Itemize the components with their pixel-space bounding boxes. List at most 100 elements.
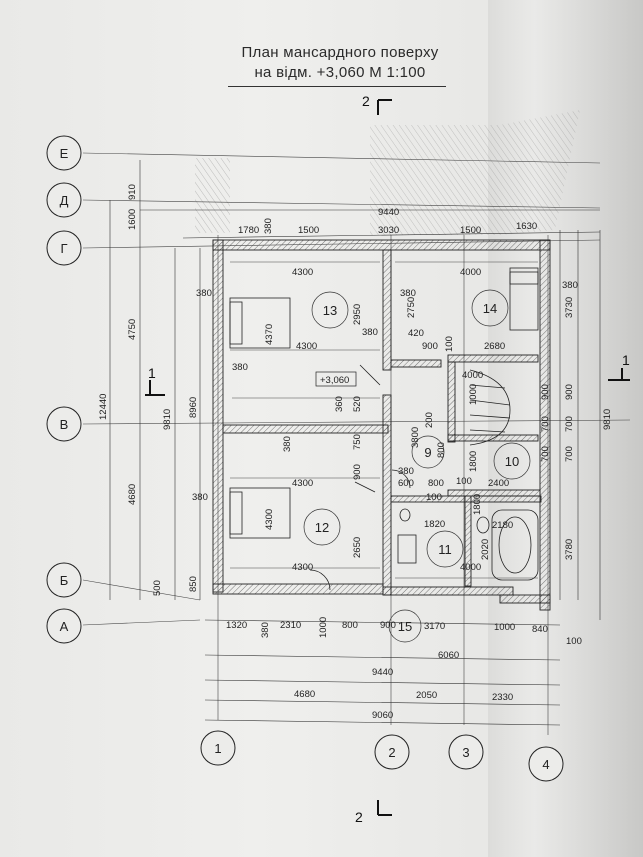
dimension-lines (109, 160, 601, 726)
room-10: 10 (505, 454, 519, 469)
axis-row-e: Е (60, 146, 69, 161)
dim-800: 800 (436, 442, 447, 458)
dim-bot-6060: 6060 (438, 650, 459, 661)
dim-380-c: 380 (362, 327, 378, 338)
dim-top-1780: 1780 (238, 225, 259, 236)
dim-bot-380: 380 (260, 622, 271, 638)
elevation-mark: +3,060 (320, 375, 349, 386)
dim-top-380: 380 (263, 218, 274, 234)
plan-title: План мансардного поверху (241, 44, 439, 61)
interior-lines (230, 261, 538, 579)
dim-right-700b: 700 (564, 446, 575, 462)
dim-bot-1320: 1320 (226, 620, 247, 631)
dim-600: 600 (398, 478, 414, 489)
room-14: 14 (483, 301, 497, 316)
dim-h2750: 2750 (406, 297, 417, 318)
dim-bot-4680: 4680 (294, 689, 315, 700)
dim-bot-840: 840 (532, 624, 548, 635)
room-11: 11 (438, 542, 452, 557)
dim-bot-800: 800 (342, 620, 358, 631)
dim-left-1600: 1600 (127, 209, 138, 230)
dim-1800: 1800 (468, 451, 479, 472)
dim-4000s: 4000 (462, 370, 483, 381)
dim-bot-900: 900 (380, 620, 396, 631)
dim-right-700d: 700 (540, 446, 551, 462)
elevation-box (315, 371, 357, 387)
dim-900b: 900 (352, 464, 363, 480)
room-9: 9 (424, 445, 431, 460)
dim-bot-100: 100 (566, 636, 582, 647)
axis-labels: Е Д Г В Б А 1 2 3 4 (60, 146, 550, 772)
dim-r13-w2: 4300 (296, 341, 317, 352)
dim-380-f: 380 (282, 436, 293, 452)
dim-r12-w2: 4300 (292, 562, 313, 573)
dim-100c: 100 (456, 476, 472, 487)
dim-h4370: 4370 (264, 324, 275, 345)
axis-row-d: Д (60, 193, 69, 208)
dim-bot-2330: 2330 (492, 692, 513, 703)
dim-r10-w: 2400 (488, 478, 509, 489)
dim-360: 360 (334, 396, 345, 412)
roof-hatching (195, 110, 580, 235)
dim-right-900: 900 (564, 384, 575, 400)
dim-r14-w: 4000 (460, 267, 481, 278)
dim-1820: 1820 (424, 519, 445, 530)
dim-200: 200 (424, 412, 435, 428)
room-circles (303, 289, 531, 643)
room-12: 12 (315, 520, 329, 535)
dim-left-500: 500 (152, 580, 163, 596)
dim-left-910: 910 (127, 184, 138, 200)
dim-right-900b: 900 (540, 384, 551, 400)
dim-bot-1000: 1000 (318, 617, 329, 638)
dim-h3730: 3730 (564, 297, 575, 318)
section-mark-right: 1 (622, 352, 630, 368)
dim-2180: 2180 (492, 520, 513, 531)
furniture (229, 267, 539, 591)
axis-markers (46, 135, 564, 782)
section-mark-left: 1 (148, 365, 156, 381)
axis-col-1: 1 (214, 741, 221, 756)
dim-left-4680: 4680 (127, 484, 138, 505)
axis-col-4: 4 (542, 757, 549, 772)
dim-2680: 2680 (484, 341, 505, 352)
dim-top-1500b: 1500 (460, 225, 481, 236)
dim-380-h: 380 (398, 466, 414, 477)
dim-bot-3170: 3170 (424, 621, 445, 632)
dim-left-4750: 4750 (127, 319, 138, 340)
dim-bot-9440: 9440 (372, 667, 393, 678)
dim-h4300: 4300 (264, 509, 275, 530)
dim-380-a: 380 (196, 288, 212, 299)
dim-520: 520 (352, 396, 363, 412)
dim-100b: 100 (426, 492, 442, 503)
axis-col-2: 2 (388, 745, 395, 760)
dim-top-1630: 1630 (516, 221, 537, 232)
dim-900a: 900 (422, 341, 438, 352)
axis-row-g: Г (60, 241, 67, 256)
dim-420: 420 (408, 328, 424, 339)
room-13: 13 (323, 303, 337, 318)
dim-380-e: 380 (192, 492, 208, 503)
dim-left-850: 850 (188, 576, 199, 592)
dim-right-700c: 700 (540, 416, 551, 432)
dimension-labels: 9440 1780 380 1500 3030 1500 1630 4300 4… (98, 184, 613, 721)
dim-r12-w: 4300 (292, 478, 313, 489)
dim-800b: 800 (428, 478, 444, 489)
dim-right-9810: 9810 (602, 409, 613, 430)
dim-top-1500: 1500 (298, 225, 319, 236)
axis-col-3: 3 (462, 745, 469, 760)
dim-h3780: 3780 (564, 539, 575, 560)
dim-r13-w: 4300 (292, 267, 313, 278)
axis-row-b: Б (60, 573, 69, 588)
dim-380-g: 380 (562, 280, 578, 291)
dim-750: 750 (352, 434, 363, 450)
section-mark-bottom: 2 (355, 809, 363, 825)
dim-2020: 2020 (480, 539, 491, 560)
dim-380-d: 380 (232, 362, 248, 373)
dim-bot-9060: 9060 (372, 710, 393, 721)
dim-bot-1000b: 1000 (494, 622, 515, 633)
axis-row-a: А (60, 619, 69, 634)
dim-bot-2050: 2050 (416, 690, 437, 701)
plan-subtitle: на відм. +3,060 М 1:100 (254, 64, 426, 81)
dim-3800: 3800 (410, 427, 421, 448)
